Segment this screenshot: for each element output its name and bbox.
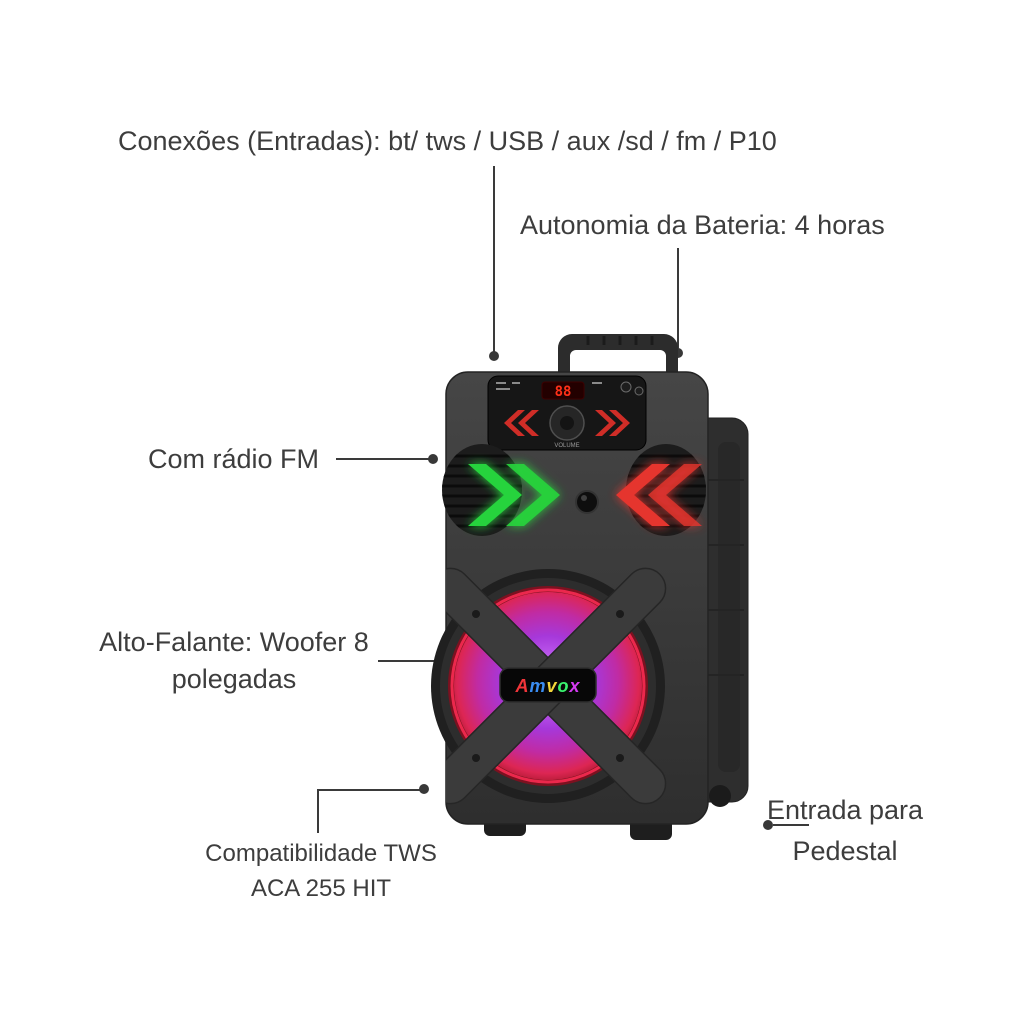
connector-line-tws (317, 789, 421, 791)
control-panel: 88 VOLUME (487, 375, 647, 451)
tweeter (575, 490, 599, 514)
connector-dot-tws (419, 784, 429, 794)
carry-handle (558, 334, 678, 394)
handle-grip-ridges (586, 336, 654, 345)
label-battery: Autonomia da Bateria: 4 horas (520, 210, 885, 240)
label-woofer: Alto-Falante: Woofer 8 polegadas (99, 627, 369, 694)
label-tws: Compatibilidade TWS ACA 255 HIT (205, 840, 437, 902)
brand-logo-plate: Amvox (499, 667, 597, 703)
connector-line-pedestal (773, 824, 809, 826)
volume-knob-cap (560, 416, 574, 430)
led-display (541, 381, 585, 400)
connector-dot-connections (489, 351, 499, 361)
label-fm-radio: Com rádio FM (148, 444, 320, 474)
red-arrow-led (616, 464, 702, 526)
volume-label: VOLUME (554, 443, 579, 449)
connector-line-battery (677, 248, 679, 350)
connector-dot-fm-radio (428, 454, 438, 464)
mic-jack (620, 381, 632, 393)
side-wheel (709, 785, 731, 807)
panel-label-marks (496, 382, 602, 390)
label-connections: Conexões (Entradas): bt/ tws / USB / aux… (118, 126, 777, 156)
led-display-text: 88 (555, 384, 572, 400)
brand-logo-text: Amvox (514, 676, 580, 696)
next-button-icon (595, 410, 630, 436)
speaker-illustration: 88 VOLUME (431, 334, 749, 840)
tweeter-highlight (581, 495, 587, 501)
prev-button-icon (504, 410, 539, 436)
connector-line-fm-radio (336, 458, 430, 460)
aux-jack (634, 386, 644, 396)
label-pedestal: Entrada para Pedestal (766, 795, 924, 866)
woofer-ring (450, 588, 646, 784)
connector-line-woofer (378, 660, 438, 662)
green-arrow-led (468, 464, 560, 526)
connector-dot-pedestal (763, 820, 773, 830)
connector-line-connections (493, 166, 495, 354)
connector-elbow-tws (317, 789, 319, 833)
